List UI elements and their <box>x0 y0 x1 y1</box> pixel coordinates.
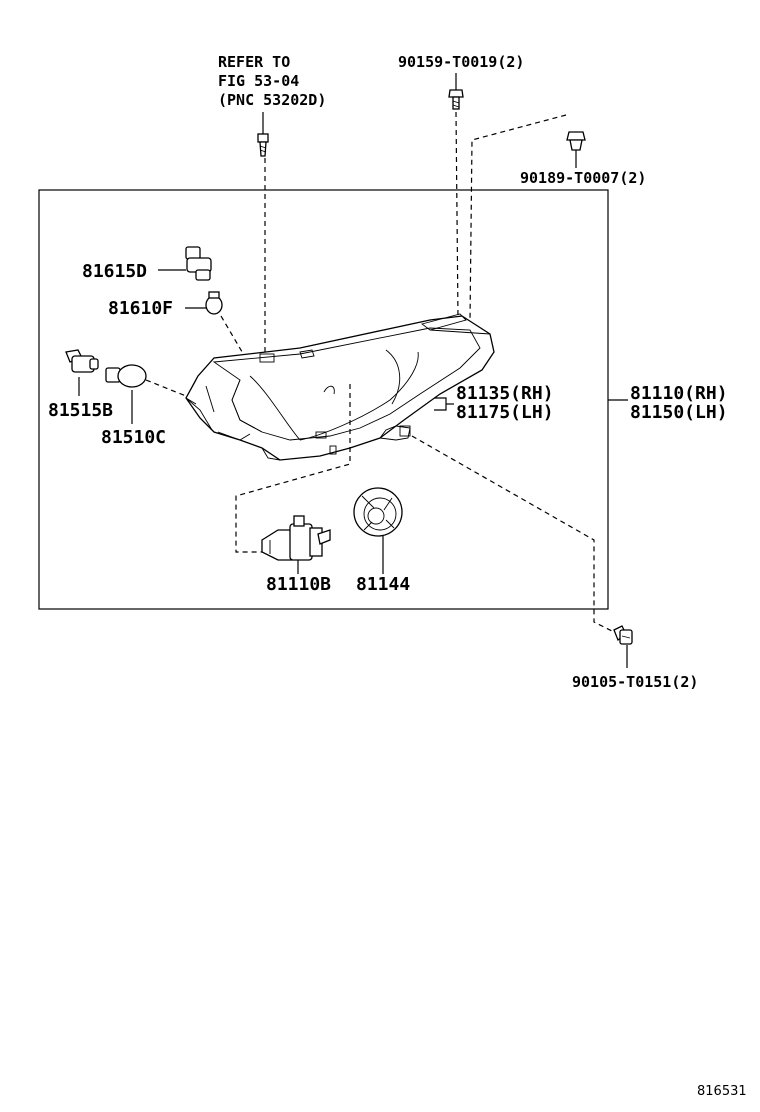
refer-screw-icon <box>257 133 269 157</box>
part-81110b-label: 81110B <box>266 574 331 595</box>
clip-top-icon <box>566 131 586 151</box>
bulb-81610f-icon <box>205 291 223 315</box>
bolt-top-label: 90159-T0019(2) <box>398 53 524 71</box>
bulb-81110b-icon <box>261 515 331 561</box>
bolt-top-dash <box>455 111 459 319</box>
bolt-top-icon <box>448 89 464 110</box>
part-81515b-label: 81515B <box>48 400 113 421</box>
part-81615d-label: 81615D <box>82 261 147 282</box>
bulb-81110b-dash <box>235 384 351 553</box>
bolt-bottom-icon <box>613 625 633 645</box>
cover-81144-icon <box>353 487 403 537</box>
refer-note-line1: REFER TO <box>218 53 290 71</box>
socket-81615d-icon <box>185 246 212 281</box>
part-81610f-label: 81610F <box>108 298 173 319</box>
bolt-bottom-label: 90105-T0151(2) <box>572 673 698 691</box>
headlamp-housing <box>185 313 495 461</box>
part-81144-label: 81144 <box>356 574 410 595</box>
bulb-81510c-icon <box>105 364 147 388</box>
assy-lh-label: 81150(LH) <box>630 402 728 423</box>
refer-note-line3: (PNC 53202D) <box>218 91 326 109</box>
lens-leader <box>434 397 447 411</box>
bolt-bottom-dash <box>411 435 615 633</box>
lens-rh-label: 81135(RH) <box>456 383 554 404</box>
part-81510c-dash <box>145 379 187 397</box>
socket-81515b-icon <box>65 349 99 373</box>
diagram-id: 816531 <box>697 1084 747 1099</box>
clip-top-dash <box>469 114 567 321</box>
part-81510c-label: 81510C <box>101 427 166 448</box>
lens-lh-label: 81175(LH) <box>456 402 554 423</box>
refer-note-line2: FIG 53-04 <box>218 72 299 90</box>
assy-rh-label: 81110(RH) <box>630 383 728 404</box>
clip-top-label: 90189-T0007(2) <box>520 169 646 187</box>
